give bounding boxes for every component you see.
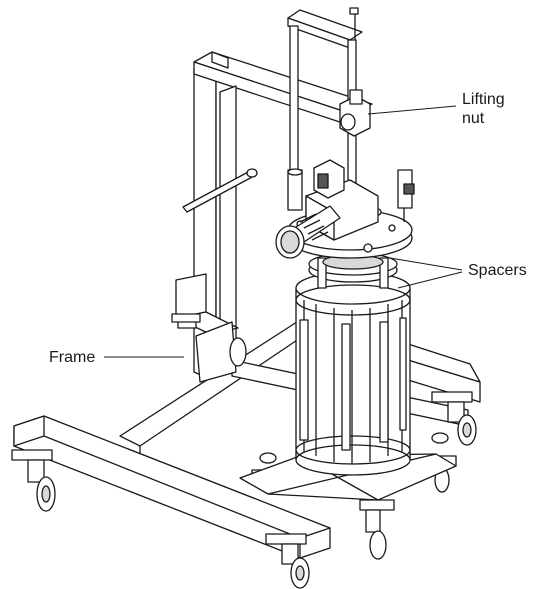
caster-right: [431, 391, 477, 446]
leader-lifting-nut: [367, 105, 457, 115]
caster-wheels: [11, 313, 477, 589]
motor: [275, 159, 415, 259]
caster-rear: [171, 313, 247, 367]
caster-front-right: [265, 533, 310, 589]
lifting-column: [287, 7, 371, 213]
lifting-nut-label: Lifting nut: [462, 91, 505, 127]
spacers: [308, 252, 398, 289]
cylinder: [295, 271, 411, 476]
leader-spacers-1: [389, 257, 463, 271]
frame-label: Frame: [49, 349, 96, 366]
leader-spacers-2: [397, 271, 463, 289]
spacers-label: Spacers: [468, 262, 527, 279]
caster-front-left: [11, 449, 56, 512]
